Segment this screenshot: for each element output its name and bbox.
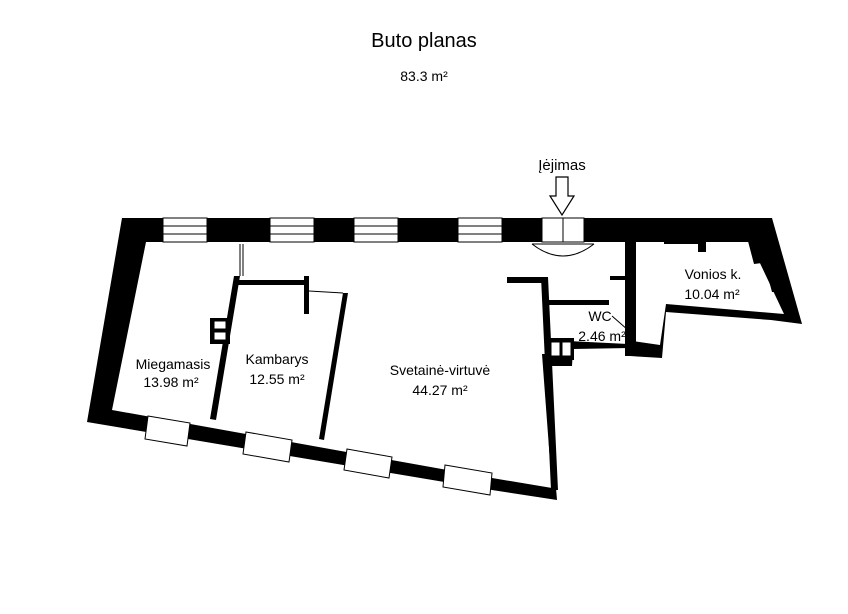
partition-bath-left xyxy=(630,242,636,356)
room-bedroom-name: Miegamasis xyxy=(136,356,211,372)
door-swing xyxy=(531,243,595,257)
entrance-arrow-icon xyxy=(548,176,576,217)
room-wc-area: 2.46 m² xyxy=(578,328,626,344)
partition-room-right xyxy=(319,293,348,440)
vent-hole xyxy=(213,331,227,341)
room-labels: Miegamasis 13.98 m² Kambarys 12.55 m² Sv… xyxy=(136,266,742,398)
window xyxy=(144,415,191,447)
window xyxy=(457,217,503,243)
window xyxy=(269,217,315,243)
room-bath-name: Vonios k. xyxy=(685,266,742,282)
bath-wall-piece xyxy=(664,240,698,244)
partition-entry-stub xyxy=(610,276,626,280)
chimney-right xyxy=(548,338,574,360)
outer-walls xyxy=(87,218,802,500)
vent-hole xyxy=(213,320,227,330)
entrance-label: Įėjimas xyxy=(538,157,586,174)
partition-living-wc-vertical xyxy=(541,277,558,490)
bath-wall-piece xyxy=(744,226,770,264)
vent-hole xyxy=(550,341,561,357)
partition-room-top xyxy=(238,280,306,285)
room-bedroom-area: 13.98 m² xyxy=(143,374,199,390)
vent-hole xyxy=(561,341,572,357)
plan-title: Buto planas xyxy=(371,30,477,52)
window xyxy=(442,464,493,496)
interior-floor xyxy=(112,242,784,488)
chimney-left xyxy=(210,318,230,344)
entrance-arrow xyxy=(548,176,576,217)
top-windows xyxy=(162,217,503,243)
bath-wall-piece xyxy=(764,262,786,292)
partition-wc-top xyxy=(547,300,609,305)
door-stub xyxy=(304,276,309,314)
room-wc-name: WC xyxy=(588,308,611,324)
entrance-door xyxy=(531,217,595,257)
room-room-area: 12.55 m² xyxy=(249,371,305,387)
door-line xyxy=(611,315,629,331)
bath-wall-piece xyxy=(698,232,706,252)
bottom-windows xyxy=(144,415,493,496)
room-living-name: Svetainė-virtuvė xyxy=(390,362,491,378)
window xyxy=(343,448,393,479)
room-room-name: Kambarys xyxy=(245,351,308,367)
room-living-area: 44.27 m² xyxy=(412,382,468,398)
room-bath-area: 10.04 m² xyxy=(684,286,740,302)
window xyxy=(242,431,293,463)
window xyxy=(353,217,399,243)
partition-bedroom xyxy=(210,276,240,420)
interior-doors xyxy=(239,244,633,331)
partition-living-wc xyxy=(507,277,547,283)
total-area: 83.3 m² xyxy=(400,68,448,84)
window xyxy=(162,217,208,243)
door-line xyxy=(308,290,344,294)
